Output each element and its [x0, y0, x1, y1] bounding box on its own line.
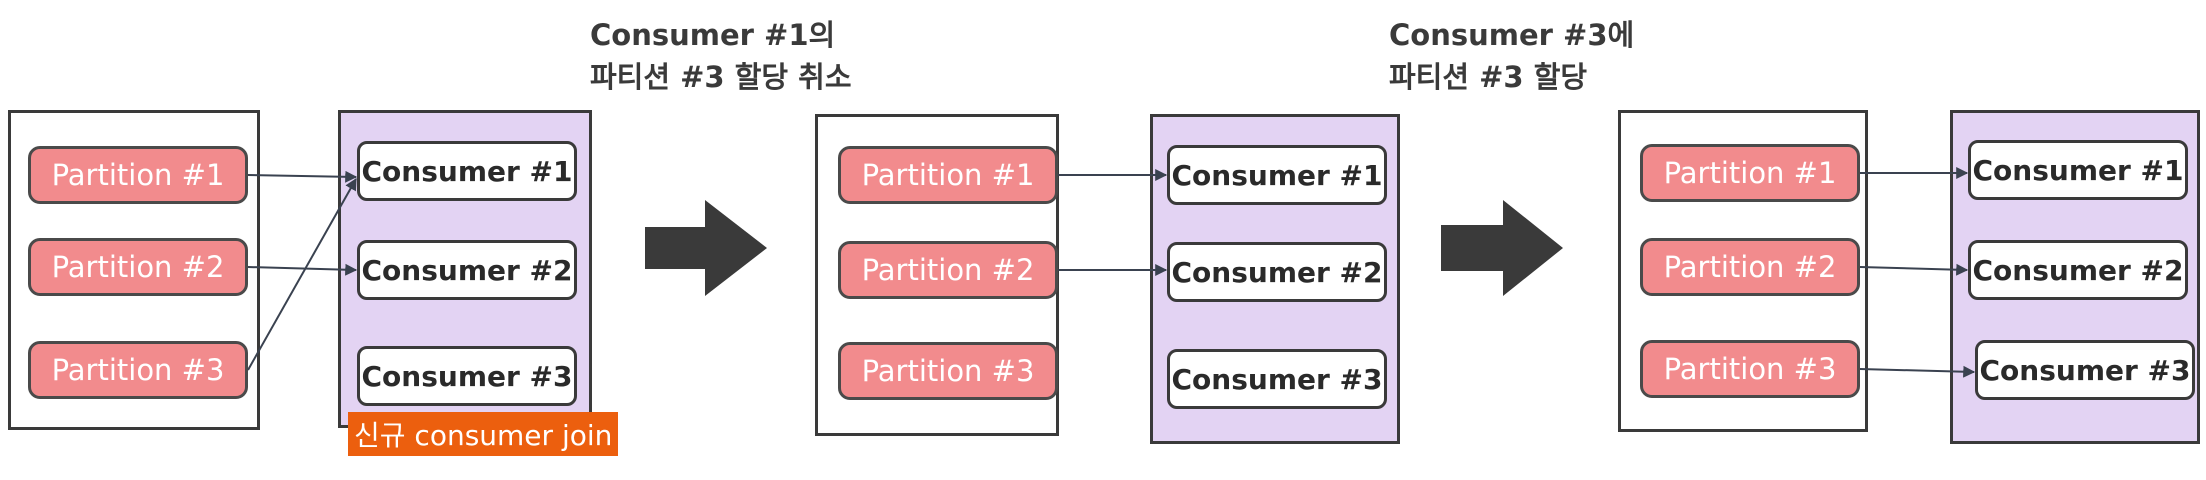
partition-1: Partition #1 — [28, 146, 248, 204]
assign-p2-c2 — [1859, 263, 1969, 276]
consumer-3: Consumer #3 — [1975, 340, 2195, 400]
transition-note-1-line1: Consumer #1의 — [590, 18, 836, 52]
assign-p3-c1 — [247, 177, 357, 371]
consumer-2: Consumer #2 — [1167, 242, 1387, 302]
consumer-2: Consumer #2 — [357, 240, 577, 300]
partition-3: Partition #3 — [28, 341, 248, 399]
consumer-1: Consumer #1 — [1968, 140, 2188, 200]
transition-arrow-2 — [1441, 200, 1563, 296]
partition-2: Partition #2 — [28, 238, 248, 296]
consumer-3: Consumer #3 — [357, 346, 577, 406]
transition-note-2-line1: Consumer #3에 — [1389, 18, 1635, 52]
transition-note-1: Consumer #1의 파티션 #3 할당 취소 — [590, 14, 852, 98]
transition-note-2-line2: 파티션 #3 할당 — [1389, 60, 1588, 94]
transition-note-1-line2: 파티션 #3 할당 취소 — [590, 60, 852, 94]
assign-p1-c1 — [247, 170, 358, 183]
partition-2: Partition #2 — [838, 241, 1058, 299]
transition-note-2: Consumer #3에 파티션 #3 할당 — [1389, 14, 1634, 98]
transition-arrow-1 — [645, 200, 767, 296]
assign-p2-c2 — [247, 263, 358, 276]
partition-1: Partition #1 — [838, 146, 1058, 204]
assign-p3-c3 — [1859, 365, 1976, 378]
consumer-1: Consumer #1 — [1167, 145, 1387, 205]
consumer-3: Consumer #3 — [1167, 349, 1387, 409]
partition-1: Partition #1 — [1640, 144, 1860, 202]
partition-3: Partition #3 — [838, 342, 1058, 400]
consumer-1: Consumer #1 — [357, 141, 577, 201]
partition-3: Partition #3 — [1640, 340, 1860, 398]
partition-2: Partition #2 — [1640, 238, 1860, 296]
new-consumer-join-badge: 신규 consumer join — [348, 412, 619, 456]
consumer-2: Consumer #2 — [1968, 240, 2188, 300]
